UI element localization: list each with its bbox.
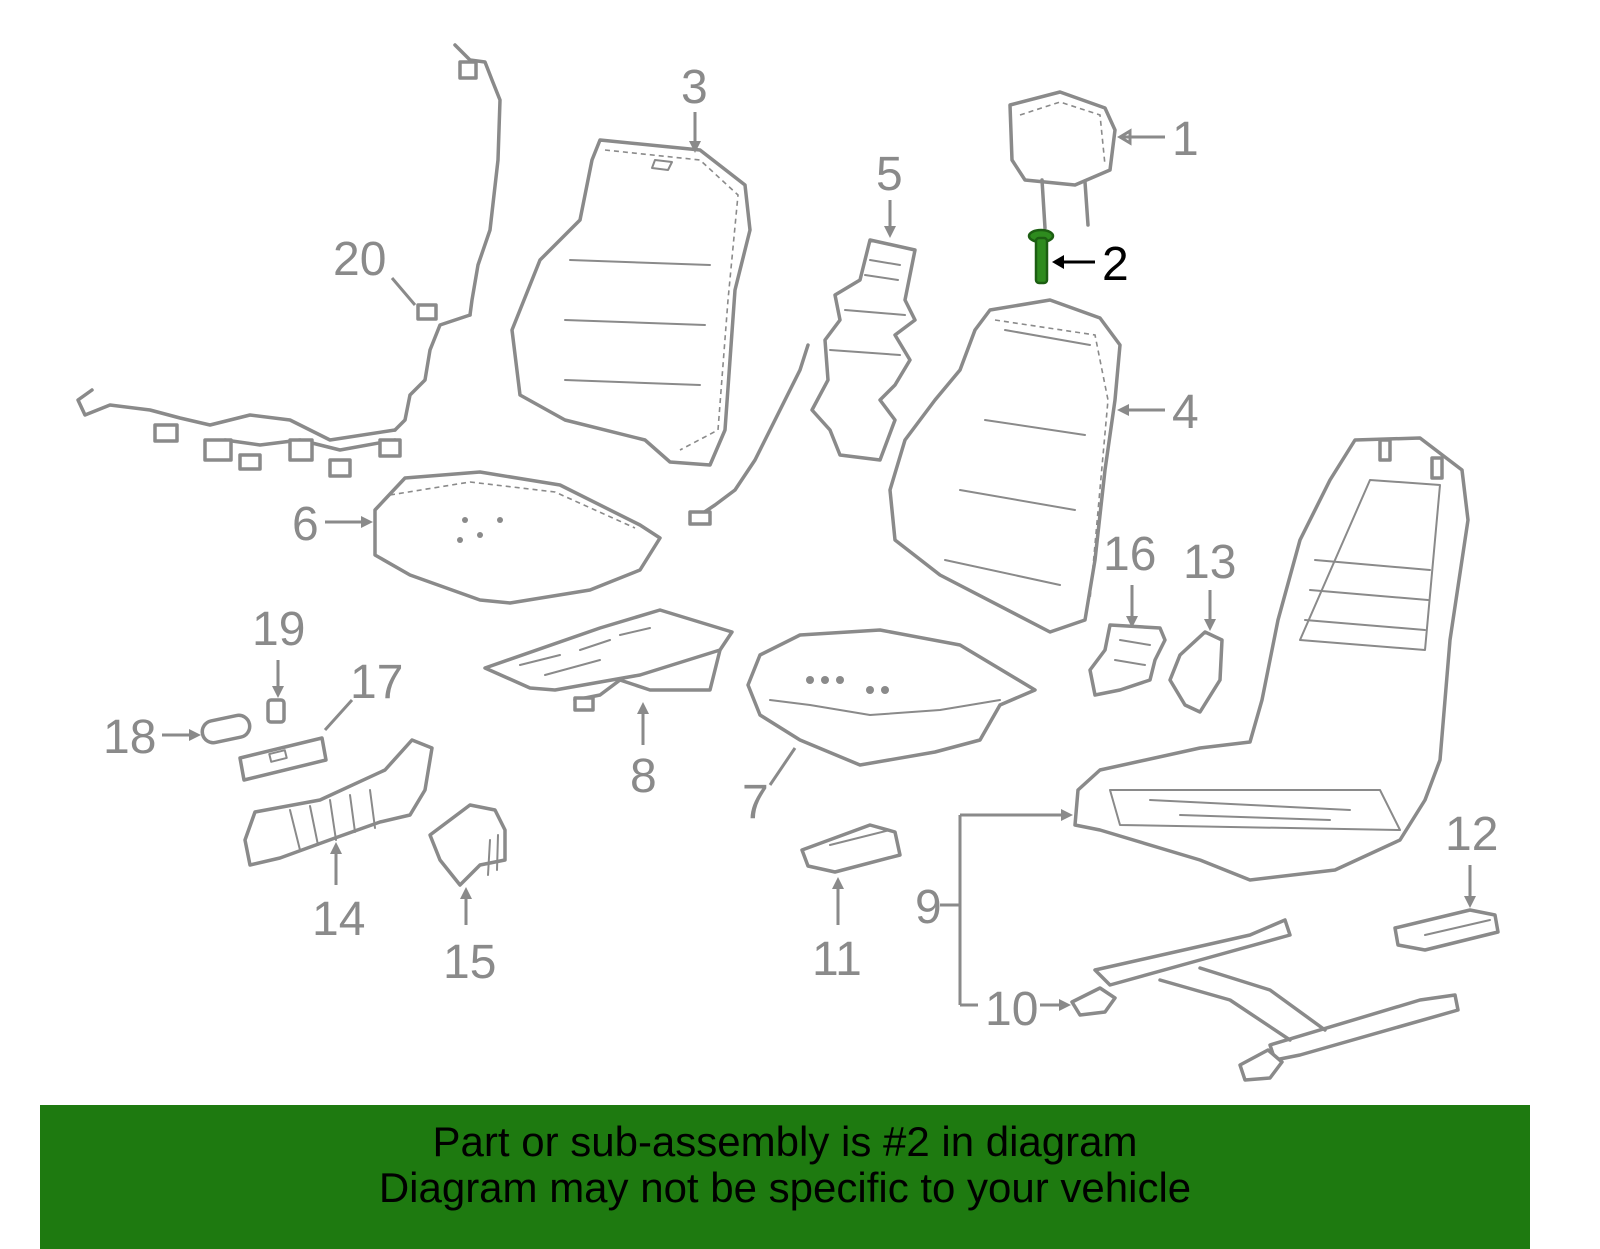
callout-18: 18 xyxy=(103,711,156,764)
callout-10: 10 xyxy=(985,983,1038,1036)
callout-19: 19 xyxy=(252,603,305,656)
part-11-rail-cover[interactable] xyxy=(800,823,902,874)
part-1-headrest[interactable] xyxy=(1008,90,1117,230)
part-14-side-trim[interactable] xyxy=(243,738,434,867)
callout-1: 1 xyxy=(1172,113,1199,166)
callout-16: 16 xyxy=(1103,528,1156,581)
part-18-lever[interactable] xyxy=(200,713,252,745)
callout-11: 11 xyxy=(812,933,862,986)
callout-8: 8 xyxy=(630,750,657,803)
callout-14: 14 xyxy=(312,893,365,946)
part-4-seat-back[interactable] xyxy=(888,298,1122,634)
info-banner: Part or sub-assembly is #2 in diagram Di… xyxy=(40,1105,1530,1249)
part-16-bracket[interactable] xyxy=(1088,623,1167,697)
callout-labels: 1 2 3 4 5 6 7 8 9 10 11 12 13 14 15 16 1… xyxy=(103,61,1498,1036)
callout-9: 9 xyxy=(915,881,942,934)
banner-part-line: Part or sub-assembly is #2 in diagram xyxy=(432,1118,1138,1165)
callout-17: 17 xyxy=(350,656,403,709)
callout-6: 6 xyxy=(292,498,319,551)
callout-7: 7 xyxy=(742,776,769,829)
part-3-seat-back-cover[interactable] xyxy=(510,138,752,467)
part-13-side-cover[interactable] xyxy=(1168,630,1224,714)
leader-lines xyxy=(162,112,1476,1011)
callout-15: 15 xyxy=(443,936,496,989)
part-6-seat-cushion-cover[interactable] xyxy=(373,470,662,605)
callout-2[interactable]: 2 xyxy=(1102,238,1129,291)
banner-disclaimer-line: Diagram may not be specific to your vehi… xyxy=(378,1164,1192,1211)
part-5-seat-back-pad[interactable] xyxy=(688,238,917,526)
part-9-seat-frame[interactable] xyxy=(1073,436,1470,882)
callout-3: 3 xyxy=(681,61,708,114)
part-10-seat-adjuster[interactable] xyxy=(1070,918,1460,1082)
part-15-inner-trim[interactable] xyxy=(428,803,507,887)
part-7-seat-cushion[interactable] xyxy=(746,628,1037,767)
part-2-headrest-guide[interactable] xyxy=(1027,228,1055,285)
callout-12: 12 xyxy=(1445,808,1498,861)
callout-20: 20 xyxy=(333,233,386,286)
part-20-wire-harness[interactable] xyxy=(76,43,502,478)
part-17-switch-cover[interactable] xyxy=(238,736,328,782)
callout-5: 5 xyxy=(876,148,903,201)
callout-13: 13 xyxy=(1183,536,1236,589)
part-19-knob[interactable] xyxy=(266,698,286,724)
part-8-cushion-sensor[interactable] xyxy=(483,608,734,712)
callout-4: 4 xyxy=(1172,386,1199,439)
part-12-rail-cover[interactable] xyxy=(1393,908,1500,952)
